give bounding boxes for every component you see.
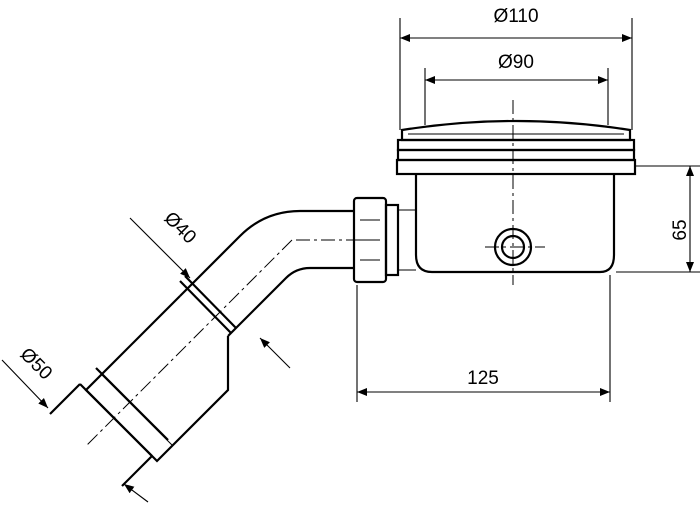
dimension-40: Ø40 [129,208,291,369]
dimension-label-110: Ø110 [493,6,538,27]
dimension-label-40: Ø40 [160,208,200,248]
dimension-90: Ø90 [424,52,609,125]
dimension-label-90: Ø90 [498,52,534,73]
drain-body [395,100,637,285]
dimension-label-65: 65 [670,219,691,240]
dimension-label-125: 125 [467,368,499,389]
dimension-110: Ø110 [399,6,633,130]
dimension-50: Ø50 [1,344,149,503]
coupling-nut [352,196,416,284]
dimension-65: 65 [616,165,700,273]
dimension-125: 125 [356,275,611,402]
dimension-label-50: Ø50 [16,344,56,384]
elbow-pipe [49,209,360,487]
